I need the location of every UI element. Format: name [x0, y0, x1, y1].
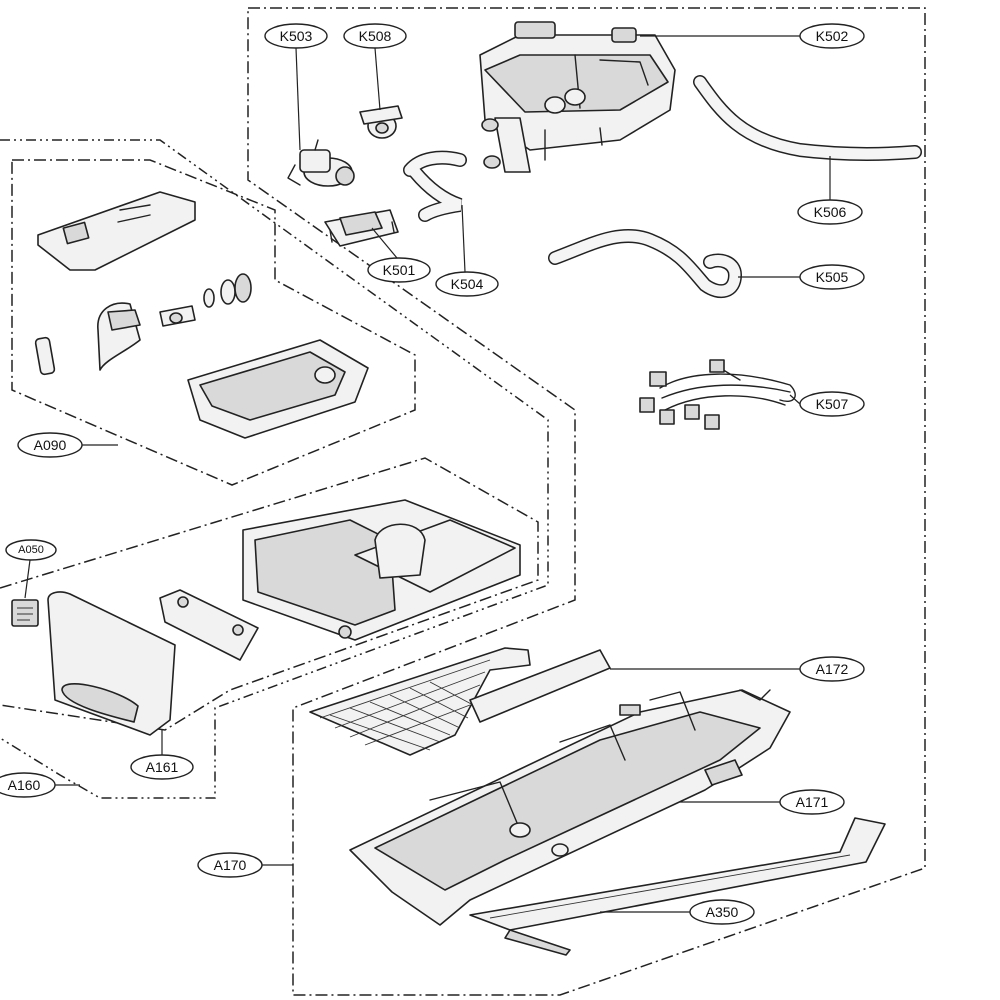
- label-a170: A170: [197, 852, 263, 878]
- k508-clip-part: [359, 105, 403, 139]
- label-k504: K504: [435, 271, 499, 297]
- drawer-assembly-boundary: [0, 139, 549, 799]
- label-k506-text: K506: [814, 204, 847, 220]
- k506-hose-part: [693, 75, 922, 161]
- part-labels: K503 K508 K502 K506 K501 K504 K505 K507: [0, 23, 865, 925]
- label-a172-text: A172: [816, 661, 849, 677]
- label-a171: A171: [779, 789, 845, 815]
- label-a171-text: A171: [796, 794, 829, 810]
- label-k508-text: K508: [359, 28, 392, 44]
- label-k505: K505: [799, 264, 865, 290]
- label-a160: A160: [0, 772, 56, 798]
- label-a090: A090: [17, 432, 83, 458]
- label-k502: K502: [799, 23, 865, 49]
- label-k506: K506: [797, 199, 863, 225]
- main-assembly-boundary: [247, 7, 926, 996]
- label-a350: A350: [689, 899, 755, 925]
- k503-water-valve-part: [287, 139, 355, 187]
- drawer-panel-group-boundary: [0, 457, 539, 731]
- k505-hose-part: [548, 228, 743, 299]
- label-a350-text: A350: [706, 904, 739, 920]
- label-k503-text: K503: [280, 28, 313, 44]
- k507-wiring-harness-part: [639, 359, 796, 430]
- a171-main-tray-part: [349, 689, 791, 926]
- label-k503: K503: [264, 23, 328, 49]
- k501-bracket-part: [324, 209, 399, 247]
- a090-dispenser-cap-parts: [34, 191, 369, 439]
- label-a161-text: A161: [146, 759, 179, 775]
- dispenser-cap-group-boundary: [11, 159, 416, 486]
- label-k501-text: K501: [383, 262, 416, 278]
- label-a050: A050: [5, 539, 57, 561]
- group-outlines: [0, 7, 926, 996]
- a350-rail-part: [469, 817, 886, 956]
- k504-hose-part: [403, 150, 467, 222]
- label-a161: A161: [130, 754, 194, 780]
- label-k502-text: K502: [816, 28, 849, 44]
- label-k507-text: K507: [816, 396, 849, 412]
- label-k501: K501: [367, 257, 431, 283]
- label-a050-text: A050: [18, 544, 44, 556]
- label-k508: K508: [343, 23, 407, 49]
- label-a090-text: A090: [34, 437, 67, 453]
- label-k507: K507: [799, 391, 865, 417]
- a172-filter-grid-part: [309, 647, 611, 756]
- label-a172: A172: [799, 656, 865, 682]
- k502-dispenser-housing-part: [479, 21, 676, 173]
- label-a160-text: A160: [8, 777, 41, 793]
- leader-lines: [24, 35, 831, 913]
- label-k504-text: K504: [451, 276, 484, 292]
- label-a170-text: A170: [214, 857, 247, 873]
- a161-drawer-assembly-parts: [11, 499, 521, 736]
- label-k505-text: K505: [816, 269, 849, 285]
